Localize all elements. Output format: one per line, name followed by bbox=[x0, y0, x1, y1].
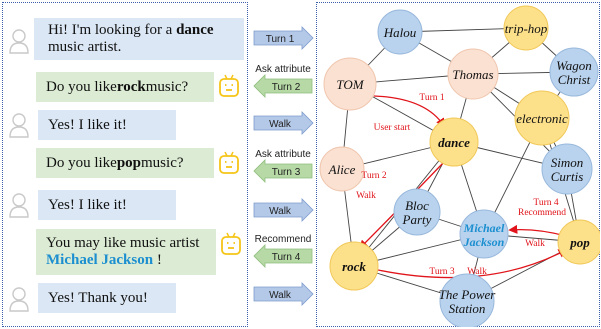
user-icon bbox=[9, 193, 29, 218]
arrow-label: Turn 1 bbox=[266, 34, 295, 45]
message-text: music artist. bbox=[48, 39, 122, 55]
node-label: Alice bbox=[328, 162, 356, 177]
arrow-5: Walk bbox=[253, 198, 314, 222]
conversation-panel bbox=[2, 2, 248, 327]
node-label: The Power bbox=[439, 287, 497, 302]
node-alice: Alice bbox=[319, 146, 365, 192]
arrow-label: Turn 2 bbox=[272, 82, 301, 93]
node-triphop: trip-hop bbox=[503, 5, 549, 51]
node-label: Michael bbox=[463, 221, 505, 235]
path-turn3 bbox=[377, 249, 568, 279]
node-label: electronic bbox=[516, 111, 568, 126]
node-label: dance bbox=[438, 135, 470, 150]
node-label: Party bbox=[402, 212, 432, 227]
message-text: Do you like bbox=[46, 78, 117, 95]
message-text: Hi! I'm looking for a bbox=[48, 22, 177, 38]
arrow-label: Walk bbox=[269, 206, 292, 217]
arrow-label: Turn 4 bbox=[272, 252, 301, 263]
edge-label-turn2: Turn 2 bbox=[361, 171, 387, 181]
arrow-label: Walk bbox=[269, 119, 292, 130]
node-label: Thomas bbox=[452, 67, 493, 82]
arrow-caption: Ask attribute bbox=[255, 64, 311, 75]
path-turn4 bbox=[508, 224, 567, 237]
node-label: rock bbox=[342, 259, 366, 274]
arrow-caption: Recommend bbox=[255, 234, 312, 245]
edge-label-walk_bottom: Walk bbox=[467, 267, 487, 277]
robot-icon bbox=[221, 232, 241, 255]
arrow-2: Turn 2 Ask attribute bbox=[253, 64, 313, 98]
node-halou: Halou bbox=[377, 9, 423, 55]
node-label: Station bbox=[449, 301, 486, 316]
node-label: pop bbox=[569, 235, 590, 250]
edge-label-turn4: Turn 4 bbox=[533, 198, 559, 208]
edge-label-walk_mj: Walk bbox=[525, 239, 545, 249]
path-turn1 bbox=[373, 95, 445, 128]
node-tom: TOM bbox=[323, 57, 377, 111]
robot-icon bbox=[219, 74, 239, 97]
arrow-label: Turn 3 bbox=[272, 167, 301, 178]
message-text: Yes! Thank you! bbox=[48, 289, 148, 306]
message-keyword: pop bbox=[116, 154, 142, 171]
user-message-2: Yes! I like it! bbox=[38, 110, 176, 140]
message-text: ! bbox=[153, 252, 162, 268]
robot-icon bbox=[219, 151, 239, 174]
message-keyword: rock bbox=[116, 78, 146, 95]
bot-message-3: You may like music artist Michael Jackso… bbox=[36, 229, 216, 275]
bot-message-1: Do you like rock music? bbox=[36, 72, 214, 102]
arrow-1: Turn 1 bbox=[253, 26, 314, 50]
bot-message-2: Do you like pop music? bbox=[36, 148, 214, 178]
message-text: You may like music artist bbox=[46, 235, 200, 251]
node-label: Wagon bbox=[556, 58, 592, 73]
node-label: Simon bbox=[551, 155, 584, 170]
edge-label-walk_alice: Walk bbox=[356, 191, 376, 201]
message-keyword: dance bbox=[176, 22, 214, 38]
node-rock: rock bbox=[329, 241, 379, 291]
node-label: Curtis bbox=[551, 169, 584, 184]
node-label: trip-hop bbox=[505, 21, 548, 36]
message-text: music? bbox=[141, 154, 184, 171]
node-electronic: electronic bbox=[514, 90, 570, 146]
node-pop: pop bbox=[557, 219, 600, 265]
recommended-artist: Michael Jackson bbox=[46, 252, 154, 268]
node-label: Christ bbox=[558, 72, 591, 87]
user-icon bbox=[9, 113, 29, 138]
arrow-6: Turn 4 Recommend bbox=[253, 234, 313, 268]
message-text: Yes! I like it! bbox=[48, 116, 127, 133]
user-message-1: Hi! I'm looking for a dance music artist… bbox=[34, 18, 244, 60]
node-label: TOM bbox=[336, 77, 364, 92]
arrow-label: Walk bbox=[269, 290, 292, 301]
user-icon bbox=[9, 29, 29, 54]
node-thomas: Thomas bbox=[447, 48, 499, 100]
arrow-7: Walk bbox=[253, 282, 314, 306]
message-text: music? bbox=[145, 78, 189, 95]
user-message-4: Yes! Thank you! bbox=[38, 283, 176, 313]
node-label: Halou bbox=[383, 25, 417, 40]
edge-label-recommend: Recommend bbox=[518, 208, 566, 218]
edge-label-user_start: User start bbox=[374, 123, 411, 133]
node-dance: dance bbox=[429, 117, 479, 167]
arrow-3: Walk bbox=[253, 111, 314, 135]
arrow-caption: Ask attribute bbox=[255, 149, 311, 160]
message-text: Yes! I like it! bbox=[48, 196, 127, 213]
edge-label-turn1: Turn 1 bbox=[419, 93, 445, 103]
node-label: Jackson bbox=[463, 235, 505, 249]
node-label: Bloc bbox=[405, 198, 429, 213]
message-text: Do you like bbox=[46, 154, 117, 171]
user-message-3: Yes! I like it! bbox=[38, 190, 176, 220]
arrow-4: Turn 3 Ask attribute bbox=[253, 149, 313, 183]
user-icon bbox=[9, 287, 29, 312]
edge-label-turn3: Turn 3 bbox=[429, 267, 455, 277]
